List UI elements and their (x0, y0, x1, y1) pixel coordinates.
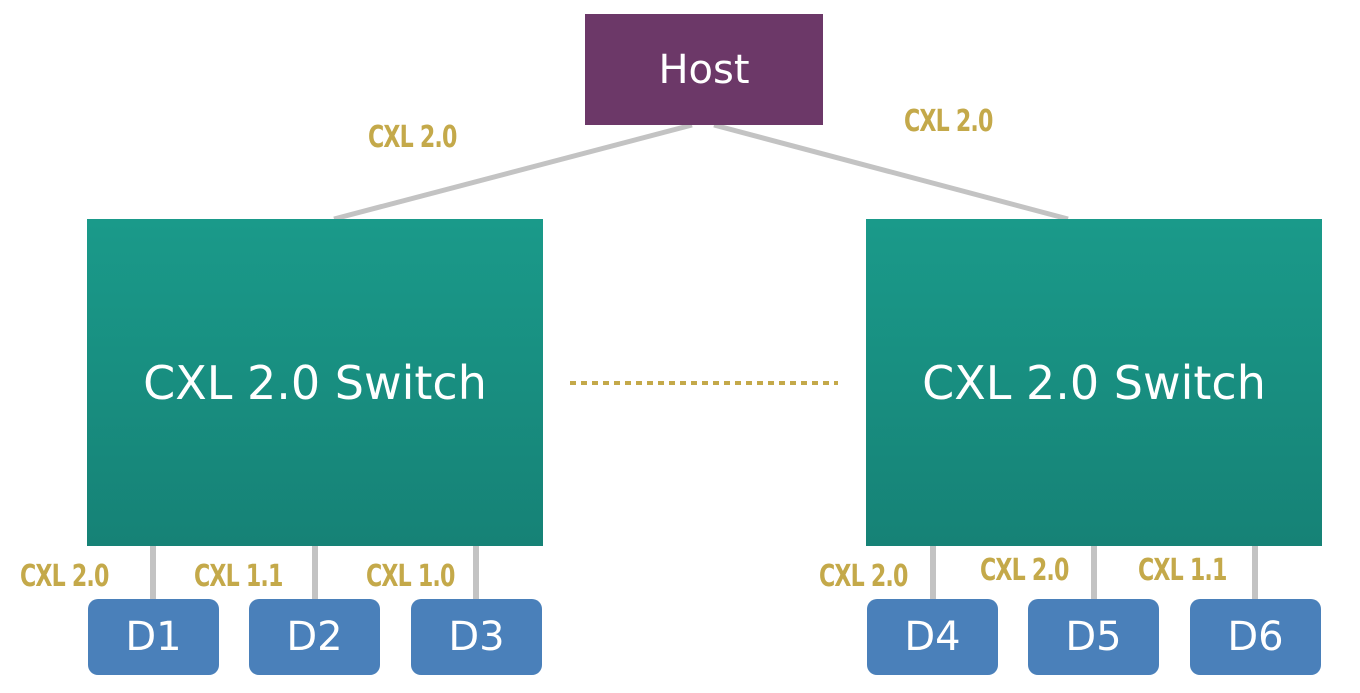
downlink-label-d3: CXL 1.0 (366, 559, 455, 594)
device-d5: D5 (1028, 599, 1159, 675)
downlink-label-d2: CXL 1.1 (194, 559, 283, 594)
device-d3-label: D3 (448, 614, 505, 660)
device-d2-label: D2 (286, 614, 343, 660)
device-d6-label: D6 (1227, 614, 1284, 660)
switch-right-label: CXL 2.0 Switch (922, 355, 1266, 410)
downlink-label-d4: CXL 2.0 (819, 559, 908, 594)
device-d4-label: D4 (904, 614, 961, 660)
uplink-label-right: CXL 2.0 (904, 104, 993, 139)
downlink-label-d6: CXL 1.1 (1138, 553, 1227, 588)
uplink-line-left (333, 122, 693, 222)
device-d2: D2 (249, 599, 380, 675)
device-d1-label: D1 (125, 614, 182, 660)
downlink-label-d1: CXL 2.0 (20, 559, 109, 594)
device-d6: D6 (1190, 599, 1321, 675)
device-d1: D1 (88, 599, 219, 675)
switch-left: CXL 2.0 Switch (87, 219, 543, 546)
uplink-label-left: CXL 2.0 (368, 120, 457, 155)
downlink-label-d5: CXL 2.0 (980, 553, 1069, 588)
host-label: Host (658, 46, 750, 93)
device-d4: D4 (867, 599, 998, 675)
device-d5-label: D5 (1065, 614, 1122, 660)
host-box: Host (585, 14, 823, 125)
switch-left-label: CXL 2.0 Switch (143, 355, 487, 410)
uplink-line-right (713, 122, 1069, 222)
switch-right: CXL 2.0 Switch (866, 219, 1322, 546)
device-d3: D3 (411, 599, 542, 675)
